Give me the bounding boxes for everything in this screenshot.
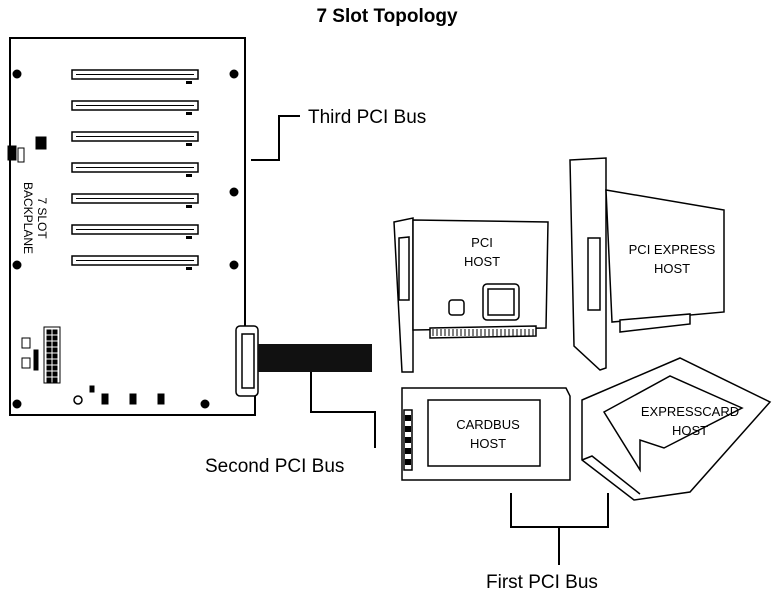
slot-marker	[186, 174, 192, 177]
ribbon-cable	[258, 344, 372, 372]
slot-marker	[186, 267, 192, 270]
header-pin	[52, 335, 58, 341]
mounting-hole	[229, 69, 239, 79]
first-bus-bracket	[510, 493, 609, 565]
cardbus-host-line1: CARDBUS	[456, 417, 520, 432]
slot-marker	[186, 236, 192, 239]
header-pin	[52, 341, 58, 347]
header-pin	[52, 347, 58, 353]
pci-host-card	[393, 217, 549, 373]
header-pin	[46, 335, 52, 341]
header-pin	[52, 329, 58, 335]
cardbus-pin	[405, 437, 411, 443]
cardbus-pin	[405, 415, 411, 421]
mounting-hole	[200, 399, 210, 409]
header-pin	[46, 371, 52, 377]
mounting-hole	[229, 260, 239, 270]
header-pin	[52, 353, 58, 359]
slot-marker	[186, 81, 192, 84]
diagram-title: 7 Slot Topology	[316, 6, 458, 27]
header-pin	[52, 365, 58, 371]
backplane-slots	[71, 69, 199, 270]
first-pci-bus-label: First PCI Bus	[486, 572, 598, 590]
slot-marker	[186, 143, 192, 146]
header-pin	[46, 365, 52, 371]
expresscard-host-line2: HOST	[672, 423, 708, 438]
cardbus-pin	[405, 448, 411, 454]
backplane-components	[7, 136, 165, 405]
second-pci-bus-label: Second PCI Bus	[205, 456, 344, 477]
header-pin	[52, 377, 58, 383]
backplane-label-line1: 7 SLOT	[35, 197, 49, 239]
pci-express-host-card	[569, 157, 725, 371]
header-pin	[46, 329, 52, 335]
cardbus-host-card	[401, 387, 571, 481]
slot-marker	[186, 112, 192, 115]
second-bus-leader	[310, 372, 376, 448]
mounting-hole	[12, 260, 22, 270]
mounting-hole	[229, 187, 239, 197]
header-pin	[46, 353, 52, 359]
cardbus-pin	[405, 426, 411, 432]
header-pin	[46, 347, 52, 353]
header-pin	[46, 377, 52, 383]
mounting-hole	[12, 69, 22, 79]
cardbus-host-line2: HOST	[470, 436, 506, 451]
third-bus-leader	[251, 115, 300, 161]
slot-marker	[186, 205, 192, 208]
pci-host-line1: PCI	[471, 235, 493, 250]
mounting-hole	[12, 399, 22, 409]
pci-host-line2: HOST	[464, 254, 500, 269]
header-pin	[52, 371, 58, 377]
backplane-label-line2: BACKPLANE	[21, 182, 35, 254]
third-pci-bus-label: Third PCI Bus	[308, 107, 426, 128]
expresscard-host-card	[581, 357, 772, 501]
ribbon-connector	[235, 325, 259, 397]
cardbus-pin	[405, 459, 411, 465]
expresscard-host-line1: EXPRESSCARD	[641, 404, 739, 419]
pci-express-host-line2: HOST	[654, 261, 690, 276]
header-pin	[52, 359, 58, 365]
pci-express-host-line1: PCI EXPRESS	[629, 242, 716, 257]
header-pin	[46, 341, 52, 347]
mounting-hole	[73, 395, 83, 405]
header-pin	[46, 359, 52, 365]
